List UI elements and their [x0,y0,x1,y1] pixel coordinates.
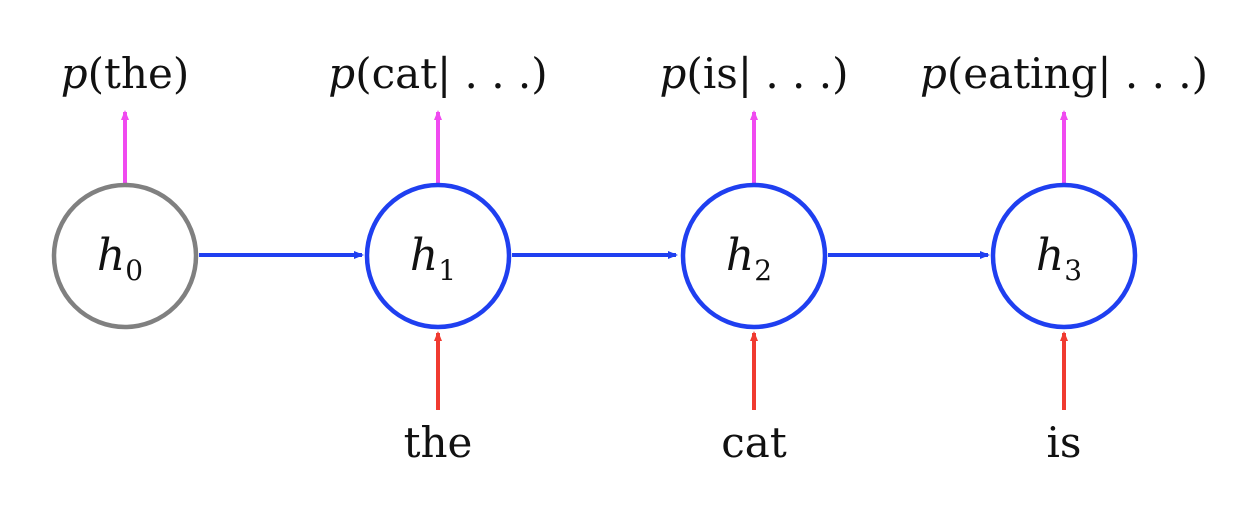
node-h3: h3 [990,182,1138,330]
node-sub: 1 [438,254,456,287]
node-sub: 0 [125,254,143,287]
output-cond: | . . . [1097,49,1191,98]
output-open: ( [686,49,702,98]
node-var: h [1036,230,1064,281]
node-circle [680,182,828,330]
output-open: ( [947,49,963,98]
node-h0: h0 [51,182,199,330]
output-label-1: p(cat| . . .) [328,49,547,98]
node-circle [51,182,199,330]
output-fn: p [660,49,687,98]
output-cond: | . . . [738,49,832,98]
output-close: ) [1192,49,1208,98]
node-sub: 3 [1064,254,1082,287]
svg-text:h2: h2 [726,230,772,287]
output-open: ( [88,49,104,98]
svg-text:p(eating| . . .): p(eating| . . .) [920,49,1208,98]
input-word-2: cat [721,418,787,467]
svg-text:h1: h1 [410,230,456,287]
output-close: ) [531,49,547,98]
svg-text:p(cat| . . .): p(cat| . . .) [328,49,547,98]
output-close: ) [832,49,848,98]
output-label-2: p(is| . . .) [660,49,849,98]
output-word: eating [963,49,1097,98]
output-label-3: p(eating| . . .) [920,49,1208,98]
output-label-0: p(the) [61,49,189,98]
node-circle [990,182,1138,330]
node-var: h [410,230,438,281]
output-word: is [703,49,738,98]
svg-text:p(the): p(the) [61,49,189,98]
output-open: ( [355,49,371,98]
node-var: h [97,230,125,281]
output-fn: p [328,49,355,98]
svg-text:h0: h0 [97,230,143,287]
svg-text:h3: h3 [1036,230,1082,287]
input-word-3: is [1047,418,1082,467]
output-fn: p [920,49,947,98]
input-word-1: the [404,418,473,467]
node-var: h [726,230,754,281]
svg-text:p(is| . . .): p(is| . . .) [660,49,849,98]
output-close: ) [173,49,189,98]
node-h1: h1 [364,182,512,330]
node-sub: 2 [754,254,772,287]
output-cond: | . . . [437,49,531,98]
node-h2: h2 [680,182,828,330]
output-word: cat [372,49,438,98]
output-word: the [104,49,173,98]
node-circle [364,182,512,330]
output-fn: p [61,49,88,98]
